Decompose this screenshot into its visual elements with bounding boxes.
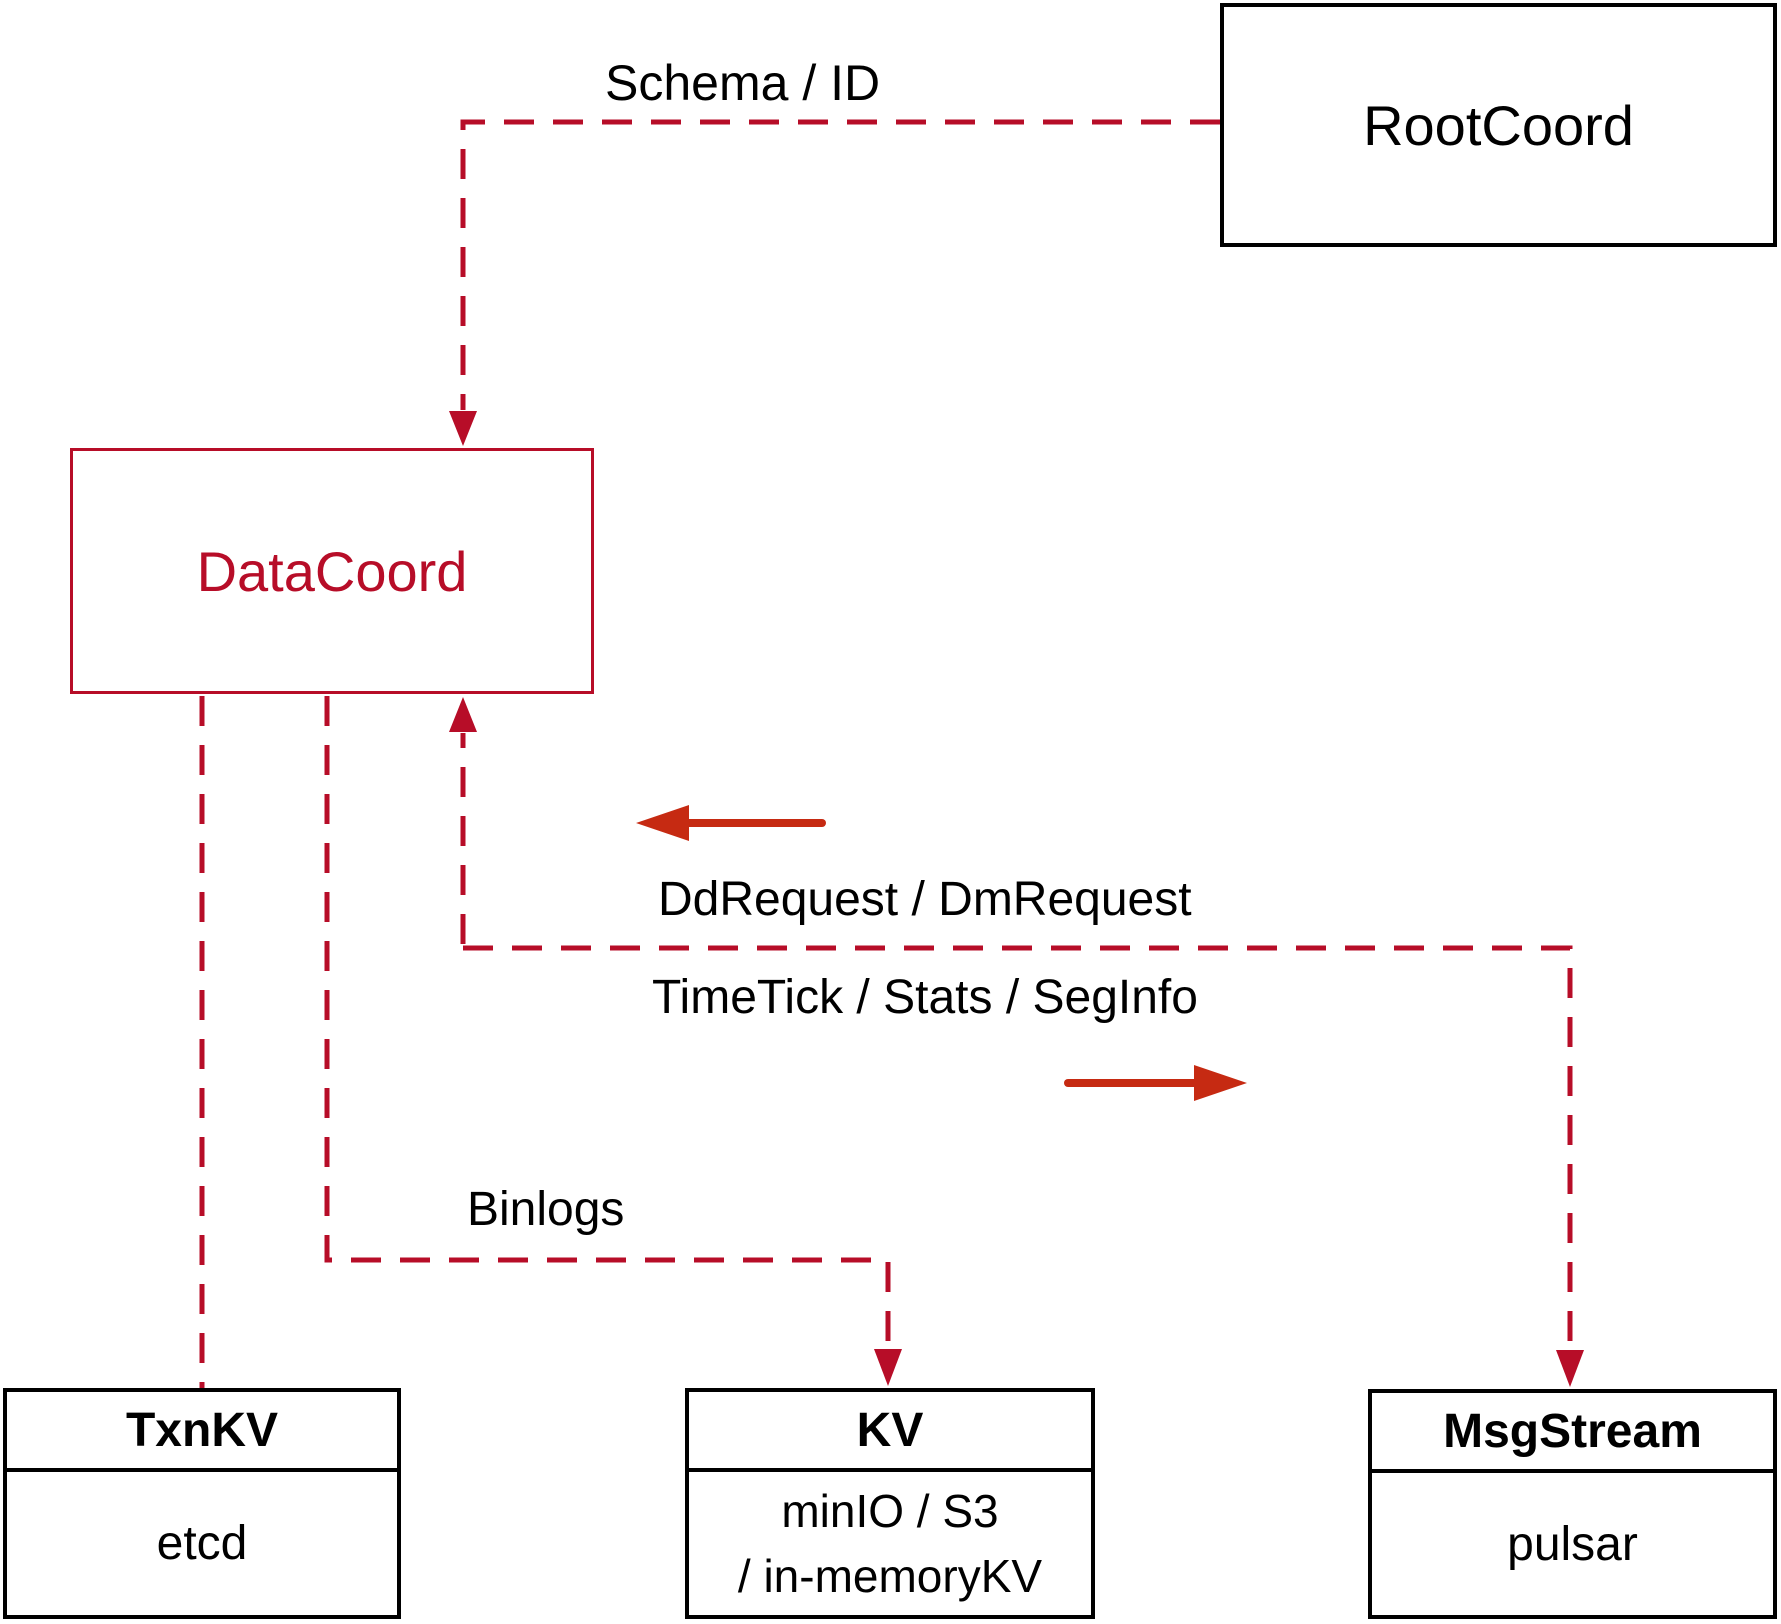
kv-body-line2: / in-memoryKV <box>737 1549 1043 1602</box>
kv-body-line1: minIO / S3 <box>781 1484 999 1537</box>
schema-id-connector <box>460 119 1220 410</box>
timetick-stats-seginfo-edge-label: TimeTick / Stats / SegInfo <box>652 971 1198 1024</box>
datacoord-label: DataCoord <box>196 539 468 603</box>
txnkv-body: etcd <box>156 1517 248 1570</box>
node-msgstream: MsgStream pulsar <box>1368 1389 1777 1619</box>
right-direction-arrow-icon <box>1064 1065 1247 1101</box>
left-direction-arrow-icon <box>636 805 826 841</box>
binlogs-arrowhead-down-icon <box>874 1349 902 1386</box>
binlogs-edge-label: Binlogs <box>467 1183 625 1236</box>
txnkv-title: TxnKV <box>7 1392 397 1472</box>
msgstream-arrowhead-down-icon <box>1556 1350 1584 1387</box>
schema-id-arrowhead-down-icon <box>449 411 477 446</box>
node-txnkv: TxnKV etcd <box>3 1388 401 1619</box>
node-kv: KV minIO / S3 / in-memoryKV <box>685 1388 1095 1619</box>
binlogs-connector <box>324 696 891 1348</box>
kv-title: KV <box>689 1392 1091 1472</box>
node-datacoord: DataCoord <box>70 448 594 694</box>
dd-dm-request-edge-label: DdRequest / DmRequest <box>658 873 1192 926</box>
node-rootcoord: RootCoord <box>1220 3 1777 247</box>
msgstream-body: pulsar <box>1507 1517 1638 1571</box>
datacoord-arrowhead-up-icon <box>449 697 477 732</box>
timetick-msgstream-connector <box>463 945 1573 1349</box>
msgstream-title: MsgStream <box>1372 1393 1773 1473</box>
rootcoord-label: RootCoord <box>1363 93 1634 157</box>
schema-id-edge-label: Schema / ID <box>605 55 881 111</box>
